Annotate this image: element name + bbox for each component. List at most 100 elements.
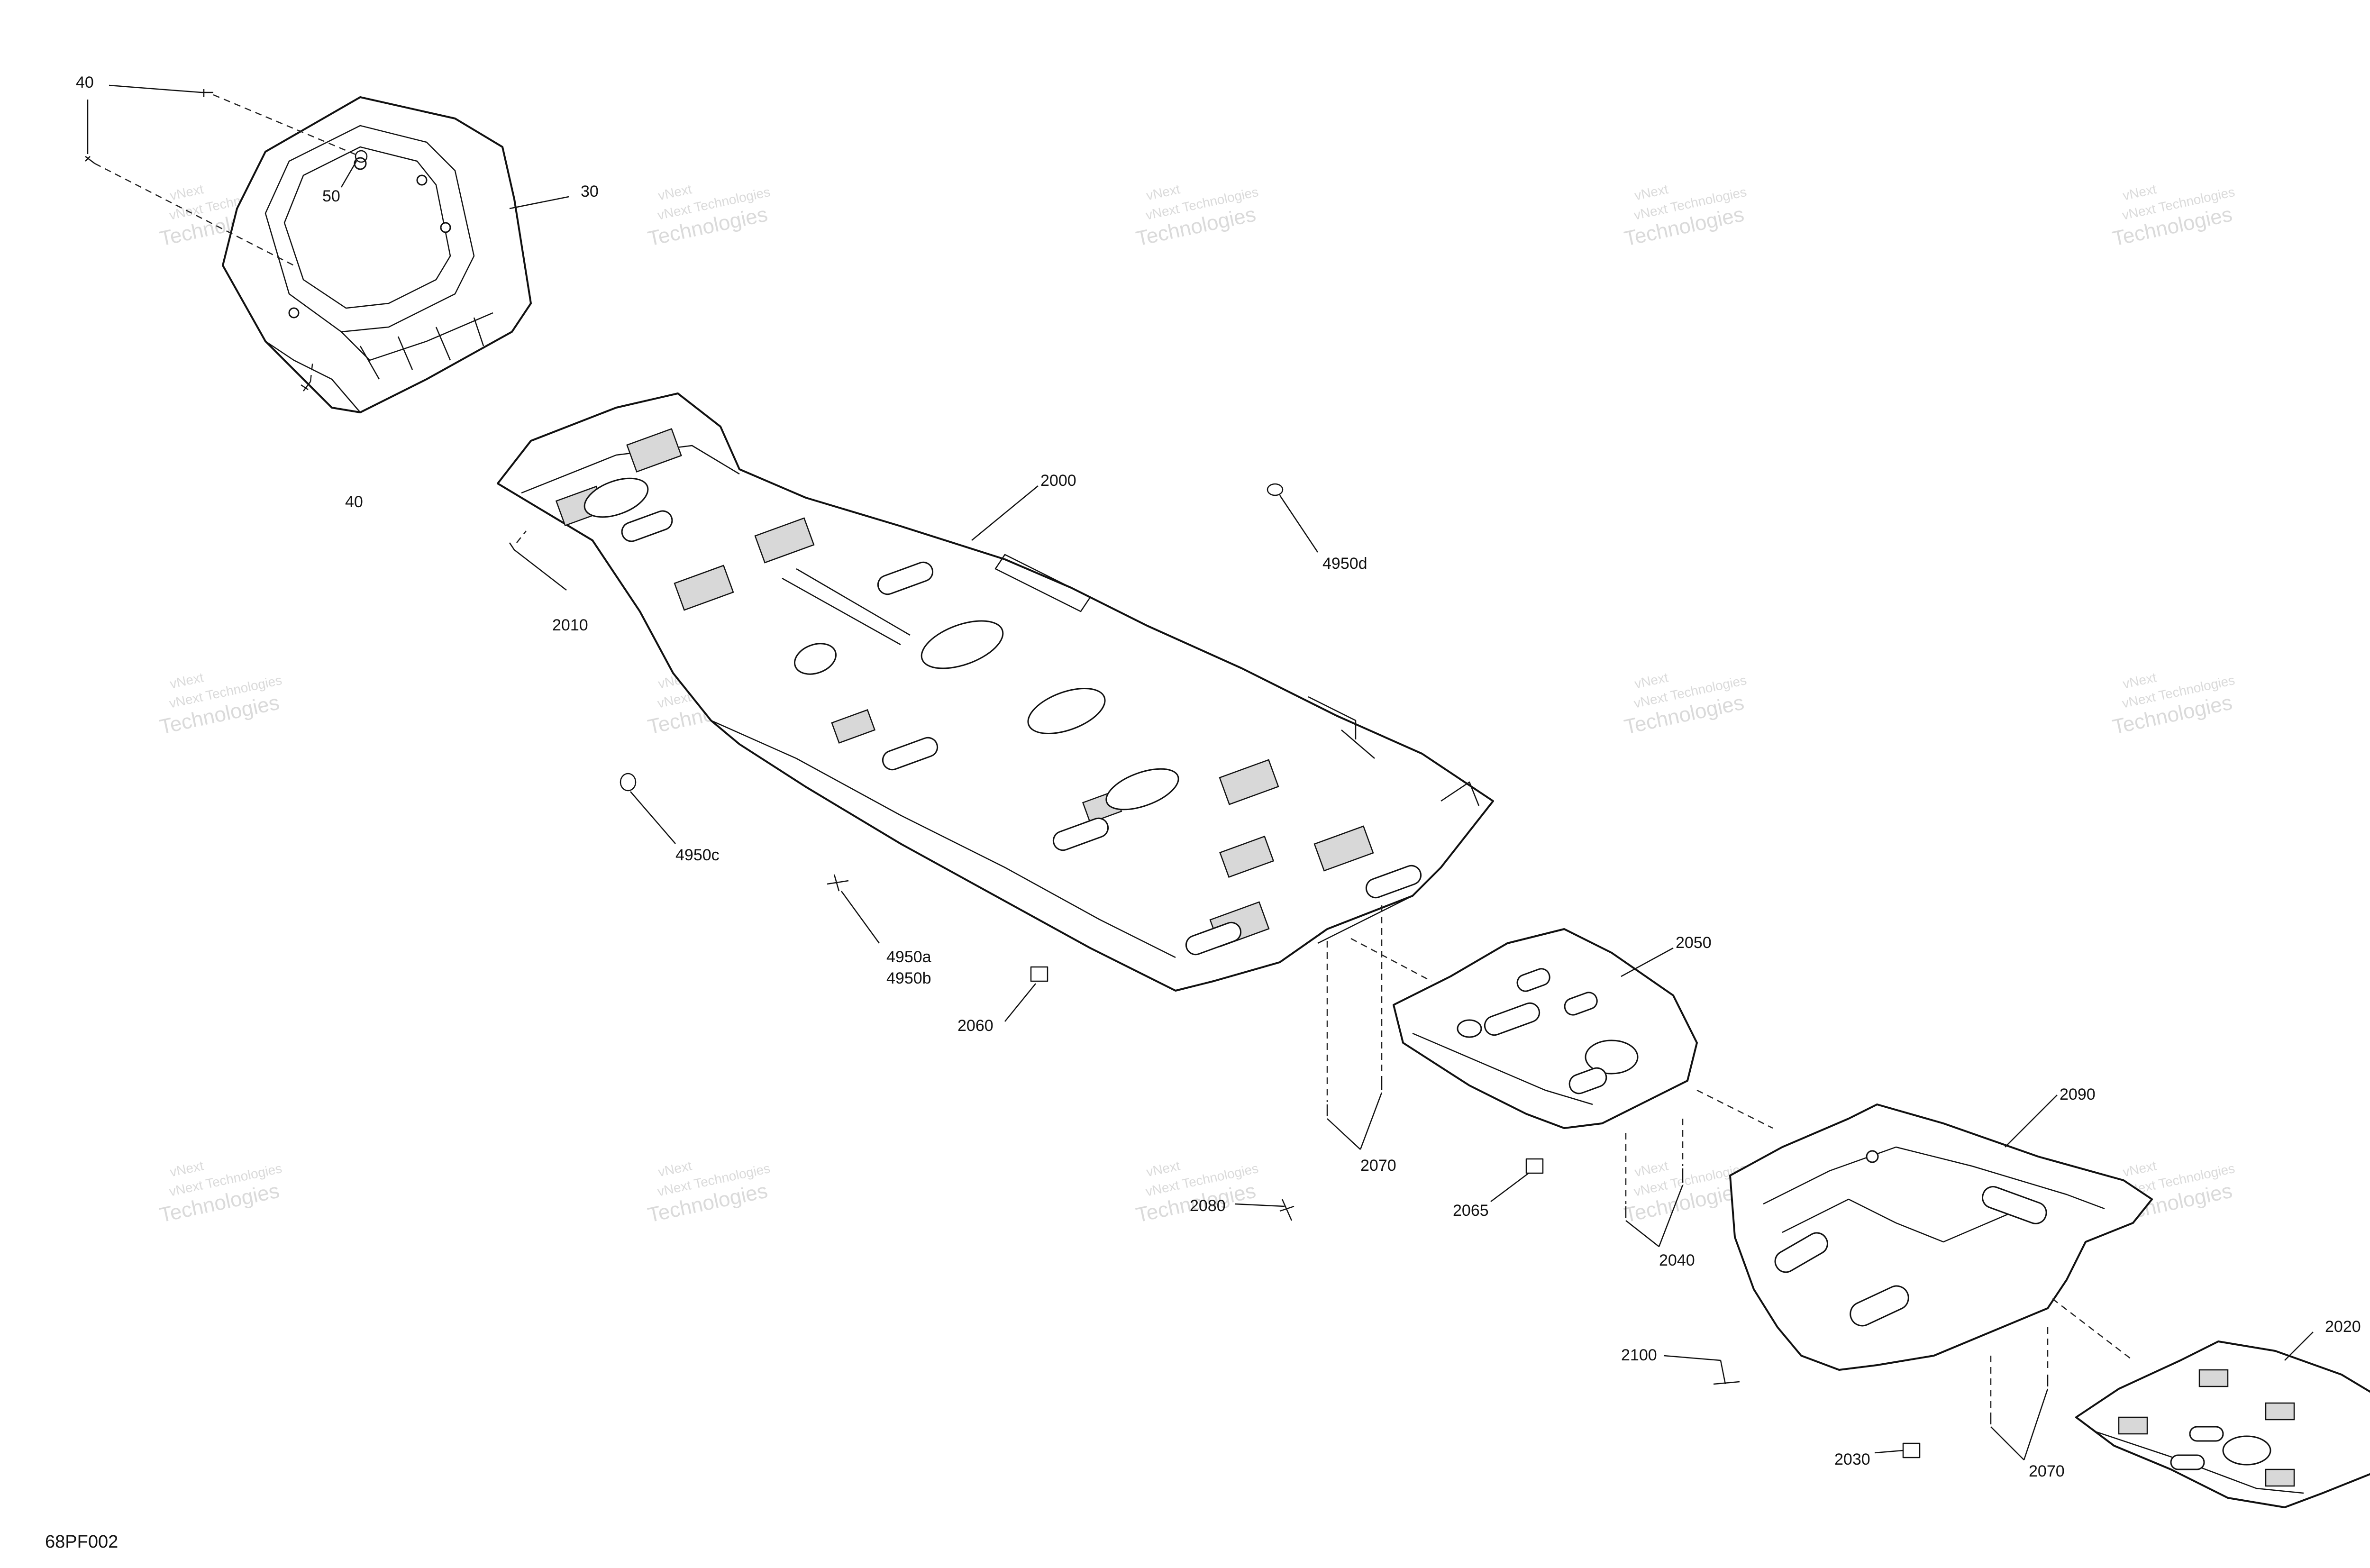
hardware [85,89,2049,1459]
clip-2030 [1902,1442,1921,1459]
part-2020-rear-skid-plate [2075,1340,2370,1508]
slot [1568,1067,1607,1094]
vent-grille [2198,1369,2229,1387]
slot [1365,865,1422,899]
clip-2065 [1525,1158,1544,1174]
callout-30: 30 [581,182,599,201]
vent-grille [1219,835,1275,878]
slot [1052,817,1109,851]
callout-2060: 2060 [957,1017,994,1035]
callout-2040: 2040 [1659,1251,1695,1269]
callout-2070: 2070 [1360,1157,1396,1175]
watermark: vNext vNext Technologies Technologies [2110,182,2236,251]
svg-text:vNext: vNext [1633,1158,1670,1179]
vent-grille [1219,759,1279,805]
part-30-front-housing [222,96,532,413]
callout-2010: 2010 [552,616,588,634]
watermark: vNext vNext Technologies Technologies [646,1158,771,1227]
round-opening [1585,1039,1639,1075]
slot [882,737,939,771]
slot [2170,1454,2205,1470]
fastener-hole [440,222,451,233]
vent-grille [2118,1416,2148,1435]
fastener-2080 [1279,1199,1294,1221]
leader-lines [87,84,2314,1460]
slot [1516,968,1550,992]
oval-opening [921,620,1004,669]
callout-40: 40 [76,73,94,91]
vent-grille [2265,1468,2295,1487]
callout-4950d: 4950d [1322,555,1367,573]
vent-grille [2265,1402,2295,1421]
grommet-4950c [620,773,637,792]
watermark: vNext vNext Technologies Technologies [2110,670,2236,739]
svg-text:vNext: vNext [1633,670,1670,691]
svg-text:vNext: vNext [169,1158,205,1179]
figure-code: 68PF002 [45,1532,118,1552]
svg-text:vNext: vNext [657,1158,693,1179]
watermark: vNext vNext Technologies Technologies [646,182,771,251]
nut-50 [355,150,368,163]
clip-2060 [1030,966,1048,982]
svg-text:vNext: vNext [2122,1158,2158,1179]
watermark: vNext vNext Technologies Technologies [157,1158,283,1227]
part-2050-mid-skid-plate [1393,928,1698,1129]
vent-grille [754,517,815,564]
callout-2090: 2090 [2060,1085,2096,1103]
svg-text:vNext: vNext [169,670,205,691]
callout-4950b: 4950b [886,969,931,987]
round-opening [2222,1435,2271,1466]
oval-opening [1027,687,1106,735]
callout-4950c: 4950c [675,846,720,864]
fastener-4950a [827,874,849,892]
svg-text:vNext: vNext [2122,182,2158,203]
callout-2050: 2050 [1676,934,1712,952]
callout-50: 50 [322,187,340,205]
callout-labels: 40 40 50 30 2000 2010 4950d 4950c 4950a … [76,73,2361,1480]
slot [1982,1186,2047,1224]
callout-2020: 2020 [2325,1318,2361,1336]
callout-4950a: 4950a [886,948,931,966]
part-2090-rear-mid-skid-plate [1729,1103,2153,1371]
part-2000-main-skid-plate [497,392,1494,992]
watermark: vNext vNext Technologies Technologies [1622,670,1748,739]
oval-opening [583,477,649,518]
callout-2030: 2030 [1834,1450,1870,1468]
vent-grille [674,565,734,611]
svg-text:vNext: vNext [1145,182,1182,203]
slot [2189,1426,2224,1442]
callout-2100: 2100 [1621,1346,1657,1364]
callout-2070: 2070 [2029,1462,2065,1480]
vent-grille [831,709,876,744]
vent-grille [626,428,682,473]
fastener-hole [288,307,300,319]
watermark: vNext vNext Technologies Technologies [157,670,283,739]
callout-40: 40 [345,493,363,511]
watermark: vNext vNext Technologies Technologies [1622,182,1748,251]
oval-opening [1105,768,1179,811]
push-pin-2010 [509,542,515,550]
rivet-2100 [1713,1360,1740,1385]
slot [621,510,673,542]
round-opening [1457,1019,1482,1038]
oval-opening [793,643,837,675]
svg-text:vNext: vNext [1633,182,1670,203]
slot [1564,992,1598,1016]
slot [877,561,934,595]
slot [1484,1002,1540,1036]
screw-40 [85,156,95,164]
slot [1774,1232,1828,1273]
callout-2065: 2065 [1453,1202,1489,1220]
grommet-4950d [1267,483,1284,496]
callout-2080: 2080 [1190,1197,1226,1215]
svg-text:vNext: vNext [657,182,693,203]
screw-40 [301,381,311,392]
screw-40 [201,89,213,97]
watermark: vNext vNext Technologies Technologies [1134,182,1259,251]
slot [1850,1285,1909,1327]
svg-text:vNext: vNext [1145,1158,1182,1179]
svg-text:vNext: vNext [169,182,205,203]
assembly-lines [94,94,2133,1410]
fastener-hole [416,174,428,186]
